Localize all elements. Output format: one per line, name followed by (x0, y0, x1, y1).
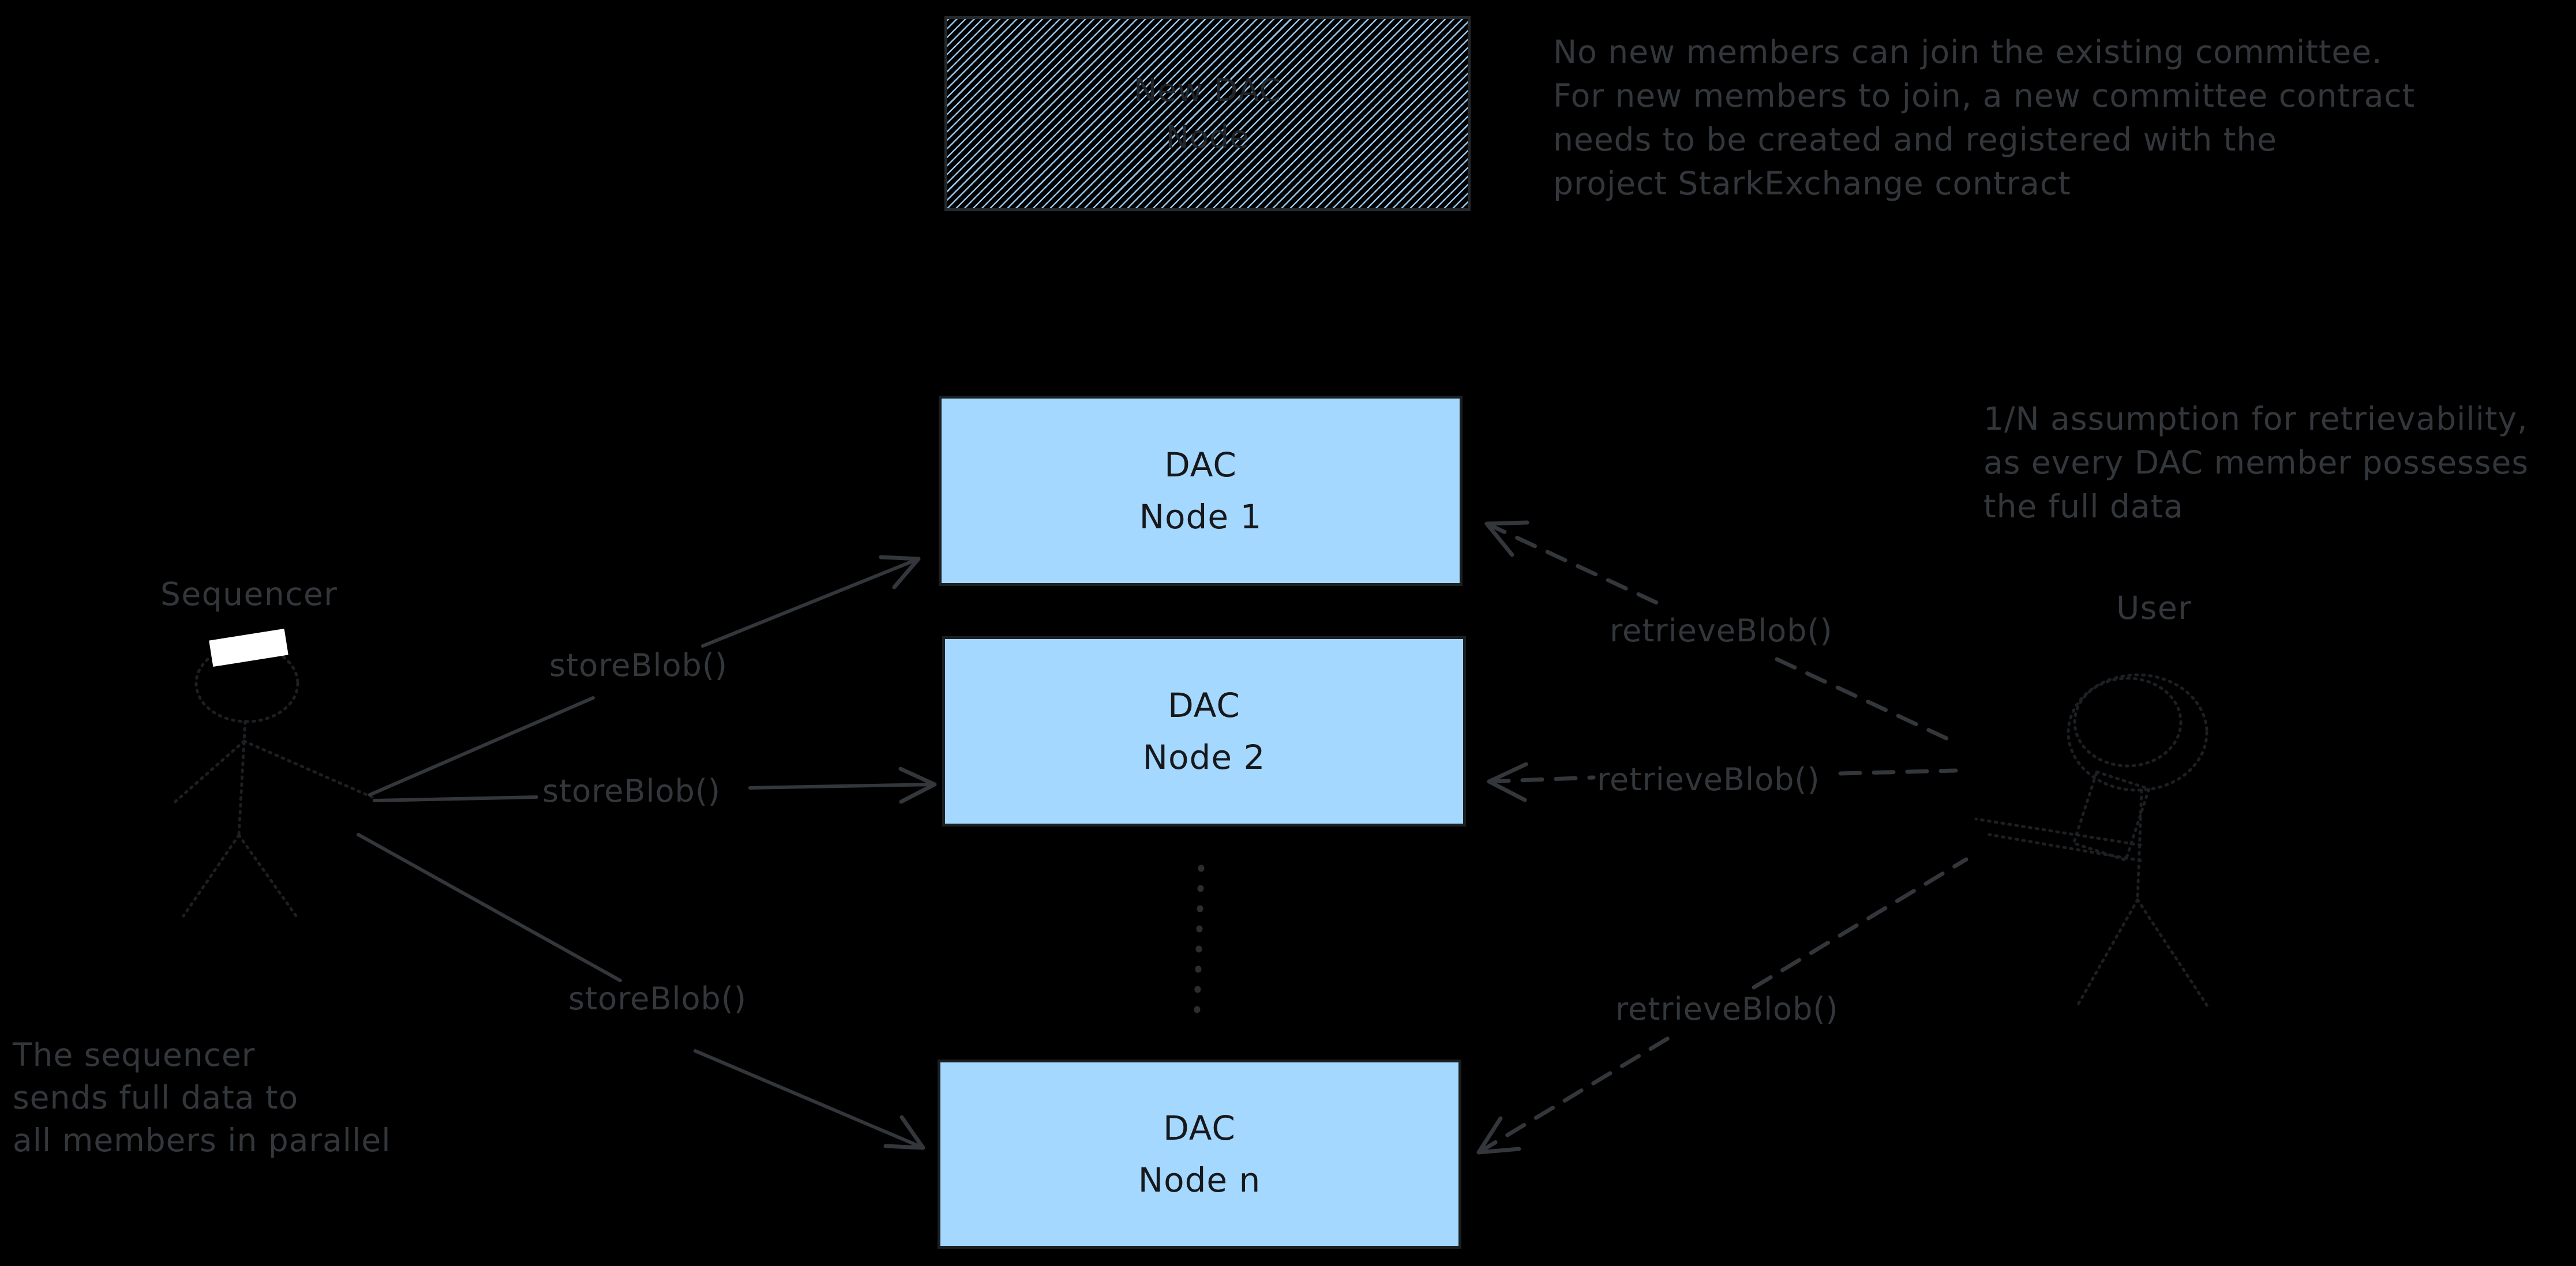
note-committee-line3: needs to be created and registered with … (1553, 121, 2278, 158)
new-dac-node-label-line2: Node (1165, 119, 1250, 155)
note-committee-line2: For new members to join, a new committee… (1553, 77, 2416, 114)
sequencer-person-icon (170, 628, 374, 920)
new-dac-node-box: New DAC Node (944, 16, 1471, 211)
dac-node-n-label-line2: Node n (1138, 1160, 1261, 1200)
note-sequencer-line1: The sequencer (13, 1036, 256, 1073)
note-committee-line1: No new members can join the existing com… (1553, 33, 2383, 70)
storeblob-label-2: storeBlob() (542, 773, 721, 809)
new-dac-node-label-line1: New DAC (1133, 72, 1282, 108)
note-retrievability: 1/N assumption for retrievability, as ev… (1983, 397, 2529, 528)
retrieveblob-label-3: retrieveBlob() (1615, 991, 1839, 1027)
storeblob-arrow-2 (373, 767, 937, 804)
note-retrievability-line1: 1/N assumption for retrievability, (1983, 400, 2528, 437)
dac-node-2-box: DAC Node 2 (942, 636, 1466, 827)
retrieveblob-arrow-1 (1484, 520, 1961, 746)
storeblob-arrow-1 (368, 555, 921, 797)
retrieveblob-arrow-2 (1487, 762, 1958, 802)
dac-node-2-label-line2: Node 2 (1142, 738, 1266, 777)
dac-node-1-label-line1: DAC (1164, 445, 1237, 484)
note-sequencer: The sequencer sends full data to all mem… (13, 1034, 391, 1162)
sequencer-hat-icon (209, 628, 288, 667)
user-label: User (2116, 589, 2192, 626)
storeblob-label-1: storeBlob() (549, 647, 728, 683)
dac-node-1-label-line2: Node 1 (1139, 497, 1262, 536)
note-committee-line4: project StarkExchange contract (1553, 165, 2071, 202)
note-sequencer-line2: sends full data to (13, 1079, 299, 1116)
retrieveblob-arrow-3 (1476, 857, 1968, 1155)
dac-node-1-box: DAC Node 1 (939, 396, 1463, 586)
user-person-icon (1974, 673, 2211, 1011)
ellipsis-dotted-line (1193, 865, 1205, 1031)
storeblob-arrow-3 (357, 833, 925, 1150)
dac-node-n-box: DAC Node n (938, 1060, 1461, 1249)
sequencer-label: Sequencer (160, 576, 338, 613)
note-sequencer-line3: all members in parallel (13, 1122, 391, 1159)
storeblob-label-3: storeBlob() (568, 981, 747, 1017)
dac-node-n-label-line1: DAC (1163, 1109, 1236, 1148)
note-retrievability-line3: the full data (1983, 488, 2184, 525)
note-committee: No new members can join the existing com… (1553, 30, 2415, 205)
retrieveblob-label-1: retrieveBlob() (1610, 613, 1833, 649)
retrieveblob-label-2: retrieveBlob() (1597, 761, 1820, 798)
dac-node-2-label-line1: DAC (1168, 686, 1240, 725)
note-retrievability-line2: as every DAC member possesses (1983, 444, 2529, 481)
